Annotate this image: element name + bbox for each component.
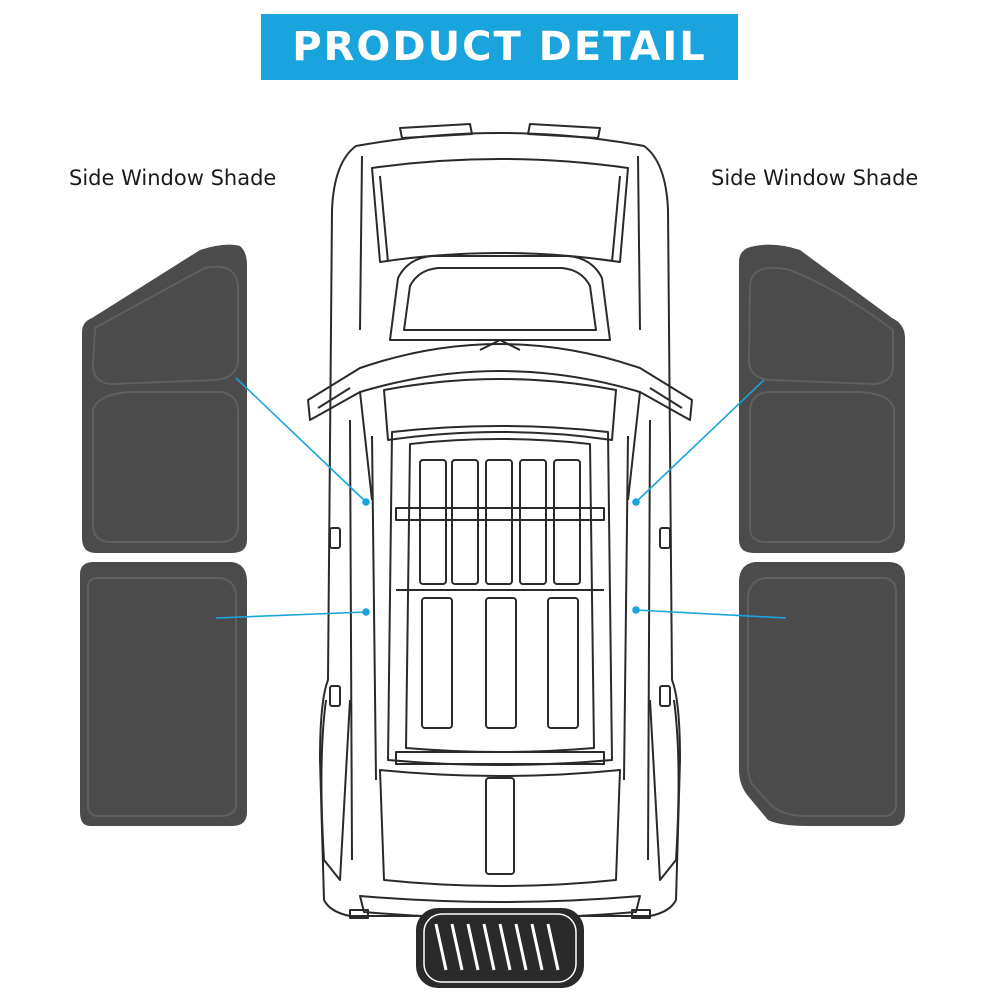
callout-left-front bbox=[235, 377, 367, 503]
callout-right-front bbox=[635, 379, 765, 503]
product-detail-banner: PRODUCT DETAIL bbox=[261, 14, 738, 80]
spare-tire bbox=[416, 908, 584, 988]
callout-right-rear bbox=[635, 609, 787, 619]
callout-left-rear bbox=[215, 611, 367, 619]
right-rear-shade-panel bbox=[739, 562, 905, 826]
left-side-window-shade-label: Side Window Shade bbox=[69, 166, 277, 190]
left-front-shade-panel bbox=[82, 244, 247, 553]
vehicle-top-view bbox=[307, 123, 693, 919]
left-rear-shade-panel bbox=[80, 562, 247, 826]
right-side-window-shade-label: Side Window Shade bbox=[711, 166, 919, 190]
right-front-shade-panel bbox=[739, 244, 905, 553]
banner-title: PRODUCT DETAIL bbox=[292, 24, 707, 70]
callout-lines bbox=[215, 377, 787, 619]
